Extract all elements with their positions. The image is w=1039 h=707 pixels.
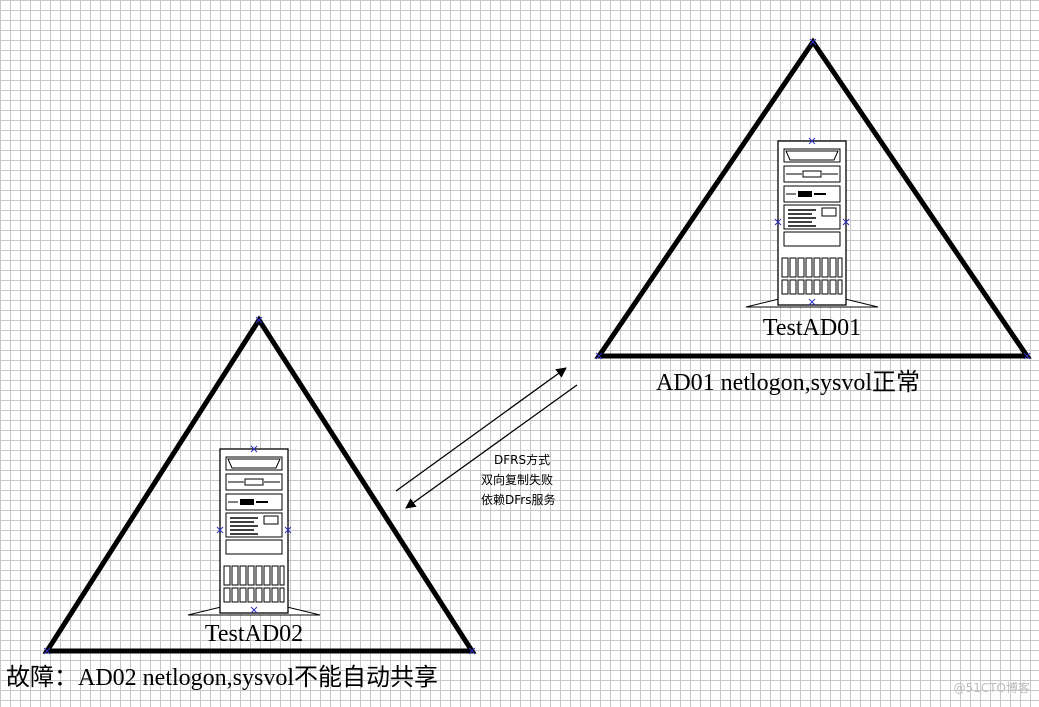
ad01-status-text: AD01 netlogon,sysvol正常	[656, 369, 920, 396]
arrow-to-ad02	[406, 385, 577, 508]
link-label-failure: 双向复制失败	[481, 472, 553, 487]
link-label-method: DFRS方式	[494, 452, 550, 467]
link-label-dependency: 依赖DFrs服务	[481, 492, 555, 507]
ad02-server-name: TestAD02	[205, 621, 303, 647]
ad01-server-name: TestAD01	[763, 315, 861, 341]
ad01-zone[interactable]: TestAD01 AD01 netlogon,sysvol正常	[596, 39, 1030, 396]
server-icon[interactable]	[188, 446, 320, 615]
server-icon[interactable]	[746, 138, 878, 307]
replication-link[interactable]: DFRS方式 双向复制失败 依赖DFrs服务	[396, 368, 577, 508]
watermark: @51CTO博客	[954, 680, 1030, 695]
ad02-zone[interactable]: TestAD02 故障：AD02 netlogon,sysvol不能自动共享	[6, 317, 475, 691]
ad02-status-text: 故障：AD02 netlogon,sysvol不能自动共享	[6, 664, 438, 691]
